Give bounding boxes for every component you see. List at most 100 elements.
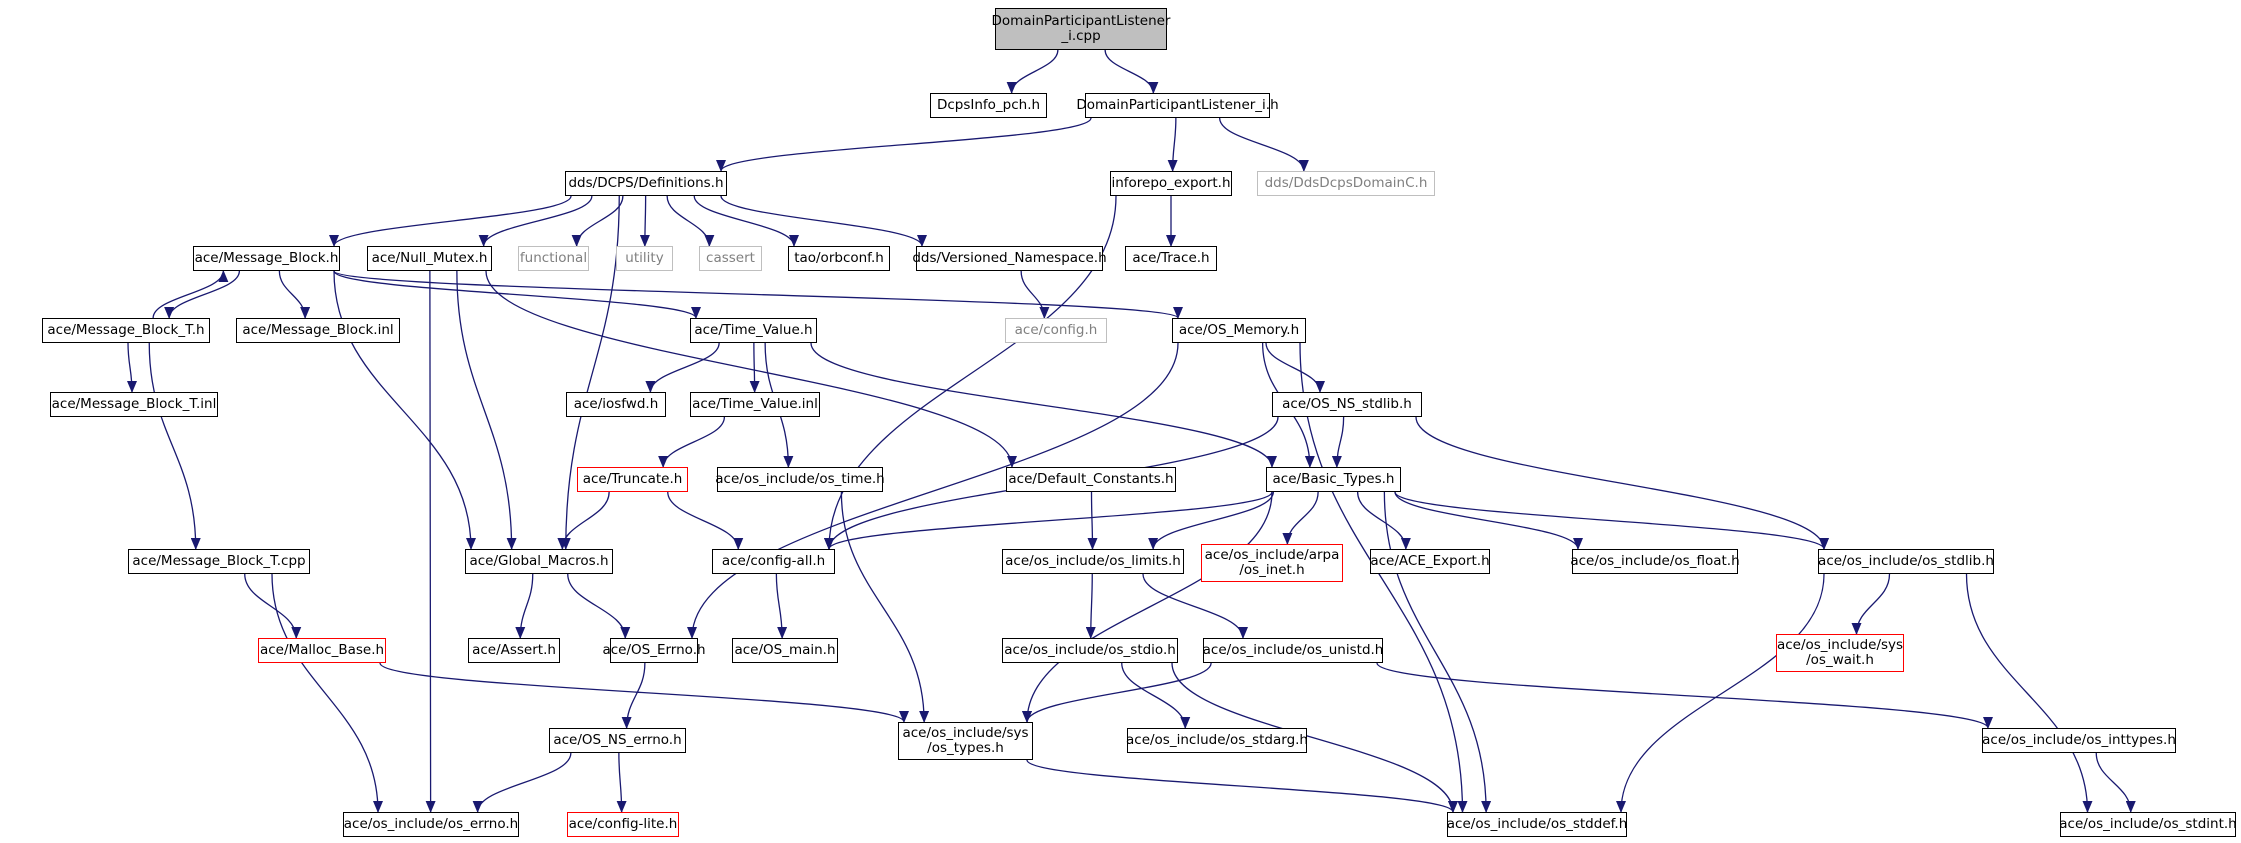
- graph-node-osinttypes[interactable]: ace/os_include/os_inttypes.h: [1982, 728, 2176, 753]
- graph-node-mallocbase[interactable]: ace/Malloc_Base.h: [258, 638, 386, 663]
- graph-edge-oserrno-to-osnserrno: [621, 662, 646, 729]
- graph-node-config[interactable]: ace/config.h: [1005, 318, 1107, 343]
- graph-node-iosfwd[interactable]: ace/iosfwd.h: [566, 392, 666, 417]
- graph-edge-osnsstdlib-to-osstdlib: [1415, 416, 1829, 550]
- graph-node-msgblockinl[interactable]: ace/Message_Block.inl: [236, 318, 400, 343]
- graph-node-oserrnoh[interactable]: ace/os_include/os_errno.h: [343, 812, 519, 837]
- graph-edge-globalmacros-to-oserrno: [567, 573, 631, 639]
- graph-edge-versioned-to-config: [1020, 270, 1050, 319]
- graph-node-oslimits[interactable]: ace/os_include/os_limits.h: [1002, 549, 1184, 574]
- graph-edge-timevalue-to-basictypes: [810, 342, 1277, 468]
- graph-node-configlite[interactable]: ace/config-lite.h: [567, 812, 679, 837]
- graph-edge-definitions-to-nullmutex: [478, 195, 593, 247]
- graph-node-utility[interactable]: utility: [616, 246, 673, 271]
- graph-node-osfloat[interactable]: ace/os_include/os_float.h: [1570, 549, 1740, 574]
- graph-node-nullmutex[interactable]: ace/Null_Mutex.h: [367, 246, 492, 271]
- graph-edge-truncate-to-globalmacros: [557, 491, 610, 550]
- graph-node-systypes[interactable]: ace/os_include/sys /os_types.h: [898, 722, 1033, 760]
- graph-node-ostime[interactable]: ace/os_include/os_time.h: [715, 467, 885, 492]
- graph-node-osstdio[interactable]: ace/os_include/os_stdio.h: [1002, 638, 1178, 663]
- graph-edge-systypes-to-osstddef: [1026, 759, 1458, 813]
- graph-node-assert[interactable]: ace/Assert.h: [468, 638, 560, 663]
- graph-edge-osstdlib-to-oswait: [1851, 573, 1891, 635]
- graph-edge-root-to-dpl_h: [1104, 49, 1159, 94]
- graph-edge-basictypes-to-systypes: [1022, 491, 1273, 723]
- graph-node-dcpsinfo[interactable]: DcpsInfo_pch.h: [930, 93, 1047, 118]
- graph-node-timevalueinl[interactable]: ace/Time_Value.inl: [690, 392, 820, 417]
- graph-edge-basictypes-to-osfloat: [1394, 491, 1583, 550]
- graph-edge-msgblock-to-osmemory: [333, 270, 1183, 319]
- graph-node-msgblock[interactable]: ace/Message_Block.h: [193, 246, 340, 271]
- graph-node-osstdint[interactable]: ace/os_include/os_stdint.h: [2059, 812, 2237, 837]
- graph-node-orbconf[interactable]: tao/orbconf.h: [788, 246, 890, 271]
- graph-edge-definitions-to-cassert: [666, 195, 715, 247]
- graph-node-msgblockTcpp[interactable]: ace/Message_Block_T.cpp: [128, 549, 310, 574]
- graph-edge-osstdlib-to-osstdint: [1965, 573, 2093, 813]
- graph-node-root[interactable]: DomainParticipantListener _i.cpp: [992, 8, 1170, 50]
- graph-node-aceexport[interactable]: ace/ACE_Export.h: [1370, 549, 1490, 574]
- graph-node-osstdlib[interactable]: ace/os_include/os_stdlib.h: [1818, 549, 1994, 574]
- graph-edge-msgblock-to-msgblockT: [164, 270, 241, 319]
- graph-edge-timevalue-to-iosfwd: [645, 342, 720, 393]
- graph-node-osnsstdlib[interactable]: ace/OS_NS_stdlib.h: [1272, 392, 1422, 417]
- graph-edge-dpl_h-to-definitions: [716, 117, 1092, 172]
- graph-edge-osunistd-to-osinttypes: [1376, 662, 1993, 729]
- graph-edge-osmemory-to-oserrno: [687, 342, 1179, 639]
- graph-edge-basictypes-to-configall: [824, 491, 1273, 550]
- graph-edge-definitions-to-functional: [571, 195, 624, 247]
- graph-node-oswait[interactable]: ace/os_include/sys /os_wait.h: [1776, 634, 1904, 672]
- graph-edge-dpl_h-to-domainc: [1218, 117, 1309, 172]
- graph-node-truncate[interactable]: ace/Truncate.h: [577, 467, 688, 492]
- graph-edge-basictypes-to-oslimits: [1148, 491, 1275, 550]
- graph-node-defconst[interactable]: ace/Default_Constants.h: [1006, 467, 1176, 492]
- graph-edge-ostime-to-systypes: [840, 491, 930, 723]
- graph-node-osstddef[interactable]: ace/os_include/os_stddef.h: [1447, 812, 1627, 837]
- graph-node-osnserrno[interactable]: ace/OS_NS_errno.h: [549, 728, 686, 753]
- graph-node-osmain[interactable]: ace/OS_main.h: [732, 638, 838, 663]
- graph-node-trace[interactable]: ace/Trace.h: [1125, 246, 1217, 271]
- graph-edge-definitions-to-utility: [639, 195, 650, 247]
- graph-node-msgblockTinl[interactable]: ace/Message_Block_T.inl: [50, 392, 218, 417]
- graph-edge-osmemory-to-osnsstdlib: [1265, 342, 1325, 393]
- graph-node-dpl_h[interactable]: DomainParticipantListener_i.h: [1076, 93, 1279, 118]
- graph-node-osinet[interactable]: ace/os_include/arpa /os_inet.h: [1201, 544, 1343, 582]
- graph-edge-oslimits-to-osstdio: [1085, 573, 1096, 639]
- graph-edge-osinttypes-to-osstdint: [2095, 752, 2136, 813]
- graph-node-domainc[interactable]: dds/DdsDcpsDomainC.h: [1257, 171, 1435, 196]
- graph-edge-defconst-to-oslimits: [1087, 491, 1098, 550]
- graph-edge-osnserrno-to-configlite: [616, 752, 627, 813]
- graph-edge-basictypes-to-osstdlib: [1394, 491, 1829, 550]
- graph-node-cassert[interactable]: cassert: [699, 246, 762, 271]
- graph-edge-osstdio-to-osstddef: [1171, 662, 1458, 813]
- graph-edge-basictypes-to-osinet: [1282, 491, 1319, 545]
- graph-edge-timevalueinl-to-truncate: [658, 416, 726, 468]
- graph-edge-mallocbase-to-systypes: [379, 662, 909, 723]
- graph-node-osmemory[interactable]: ace/OS_Memory.h: [1172, 318, 1306, 343]
- graph-node-versioned[interactable]: dds/Versioned_Namespace.h: [912, 246, 1107, 271]
- graph-node-basictypes[interactable]: ace/Basic_Types.h: [1266, 467, 1401, 492]
- graph-edge-osunistd-to-systypes: [1022, 662, 1212, 723]
- graph-edge-osnsstdlib-to-basictypes: [1331, 416, 1345, 468]
- graph-edge-nullmutex-to-globalmacros: [456, 270, 517, 550]
- edge-layer: [126, 49, 2136, 813]
- graph-edge-dpl_h-to-inforepo: [1167, 117, 1178, 172]
- graph-edge-msgblock-to-timevalue: [333, 270, 701, 319]
- graph-node-definitions[interactable]: dds/DCPS/Definitions.h: [565, 171, 727, 196]
- graph-node-oserrno[interactable]: ace/OS_Errno.h: [602, 638, 706, 663]
- graph-node-osunistd[interactable]: ace/os_include/os_unistd.h: [1203, 638, 1383, 663]
- graph-edge-basictypes-to-osstddef: [1383, 491, 1492, 813]
- graph-node-functional[interactable]: functional: [518, 246, 589, 271]
- graph-node-globalmacros[interactable]: ace/Global_Macros.h: [465, 549, 613, 574]
- graph-edge-msgblockTcpp-to-oserrnoh: [271, 573, 383, 813]
- graph-node-inforepo[interactable]: inforepo_export.h: [1110, 171, 1232, 196]
- graph-edge-msgblockT-to-msgblockTinl: [126, 342, 137, 393]
- graph-edge-msgblockT-to-msgblockTcpp: [148, 342, 201, 550]
- graph-edge-truncate-to-configall: [667, 491, 744, 550]
- graph-node-msgblockT[interactable]: ace/Message_Block_T.h: [42, 318, 210, 343]
- graph-node-timevalue[interactable]: ace/Time_Value.h: [690, 318, 817, 343]
- graph-edge-basictypes-to-aceexport: [1356, 491, 1411, 550]
- graph-node-osstdarg[interactable]: ace/os_include/os_stdarg.h: [1126, 728, 1308, 753]
- graph-node-configall[interactable]: ace/config-all.h: [712, 549, 835, 574]
- graph-edge-timevalue-to-timevalueinl: [749, 342, 760, 393]
